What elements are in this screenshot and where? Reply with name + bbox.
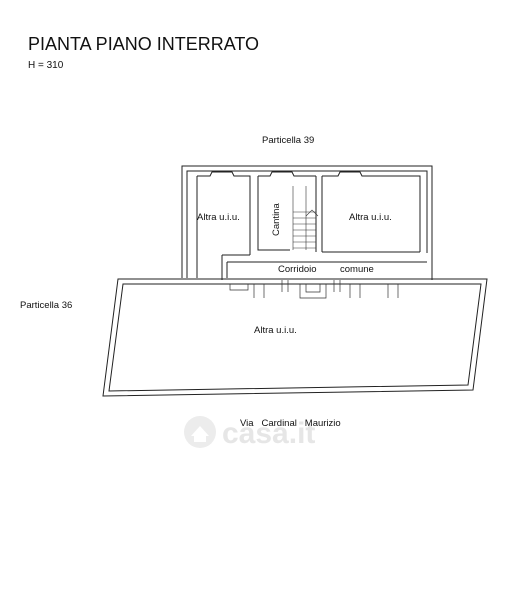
label-corridoio: Corridoio (278, 264, 317, 275)
stairs (292, 186, 319, 250)
watermark: casa.it (184, 416, 315, 450)
label-particella-36: Particella 36 (20, 300, 72, 311)
label-street: Via Cardinal Maurizio (240, 418, 341, 429)
label-comune: comune (340, 264, 374, 275)
plan-title: PIANTA PIANO INTERRATO (28, 34, 259, 54)
label-cantina: Cantina (271, 203, 282, 236)
casa-house-logo-icon (184, 416, 216, 448)
label-room-bottom: Altra u.i.u. (254, 325, 297, 336)
lower-block (102, 278, 488, 397)
height-note: H = 310 (28, 60, 64, 71)
watermark-text: casa.it (222, 417, 315, 450)
upper-block (181, 165, 433, 280)
label-particella-39: Particella 39 (262, 135, 314, 146)
label-room-right: Altra u.i.u. (349, 212, 392, 223)
label-room-left: Altra u.i.u. (197, 212, 240, 223)
